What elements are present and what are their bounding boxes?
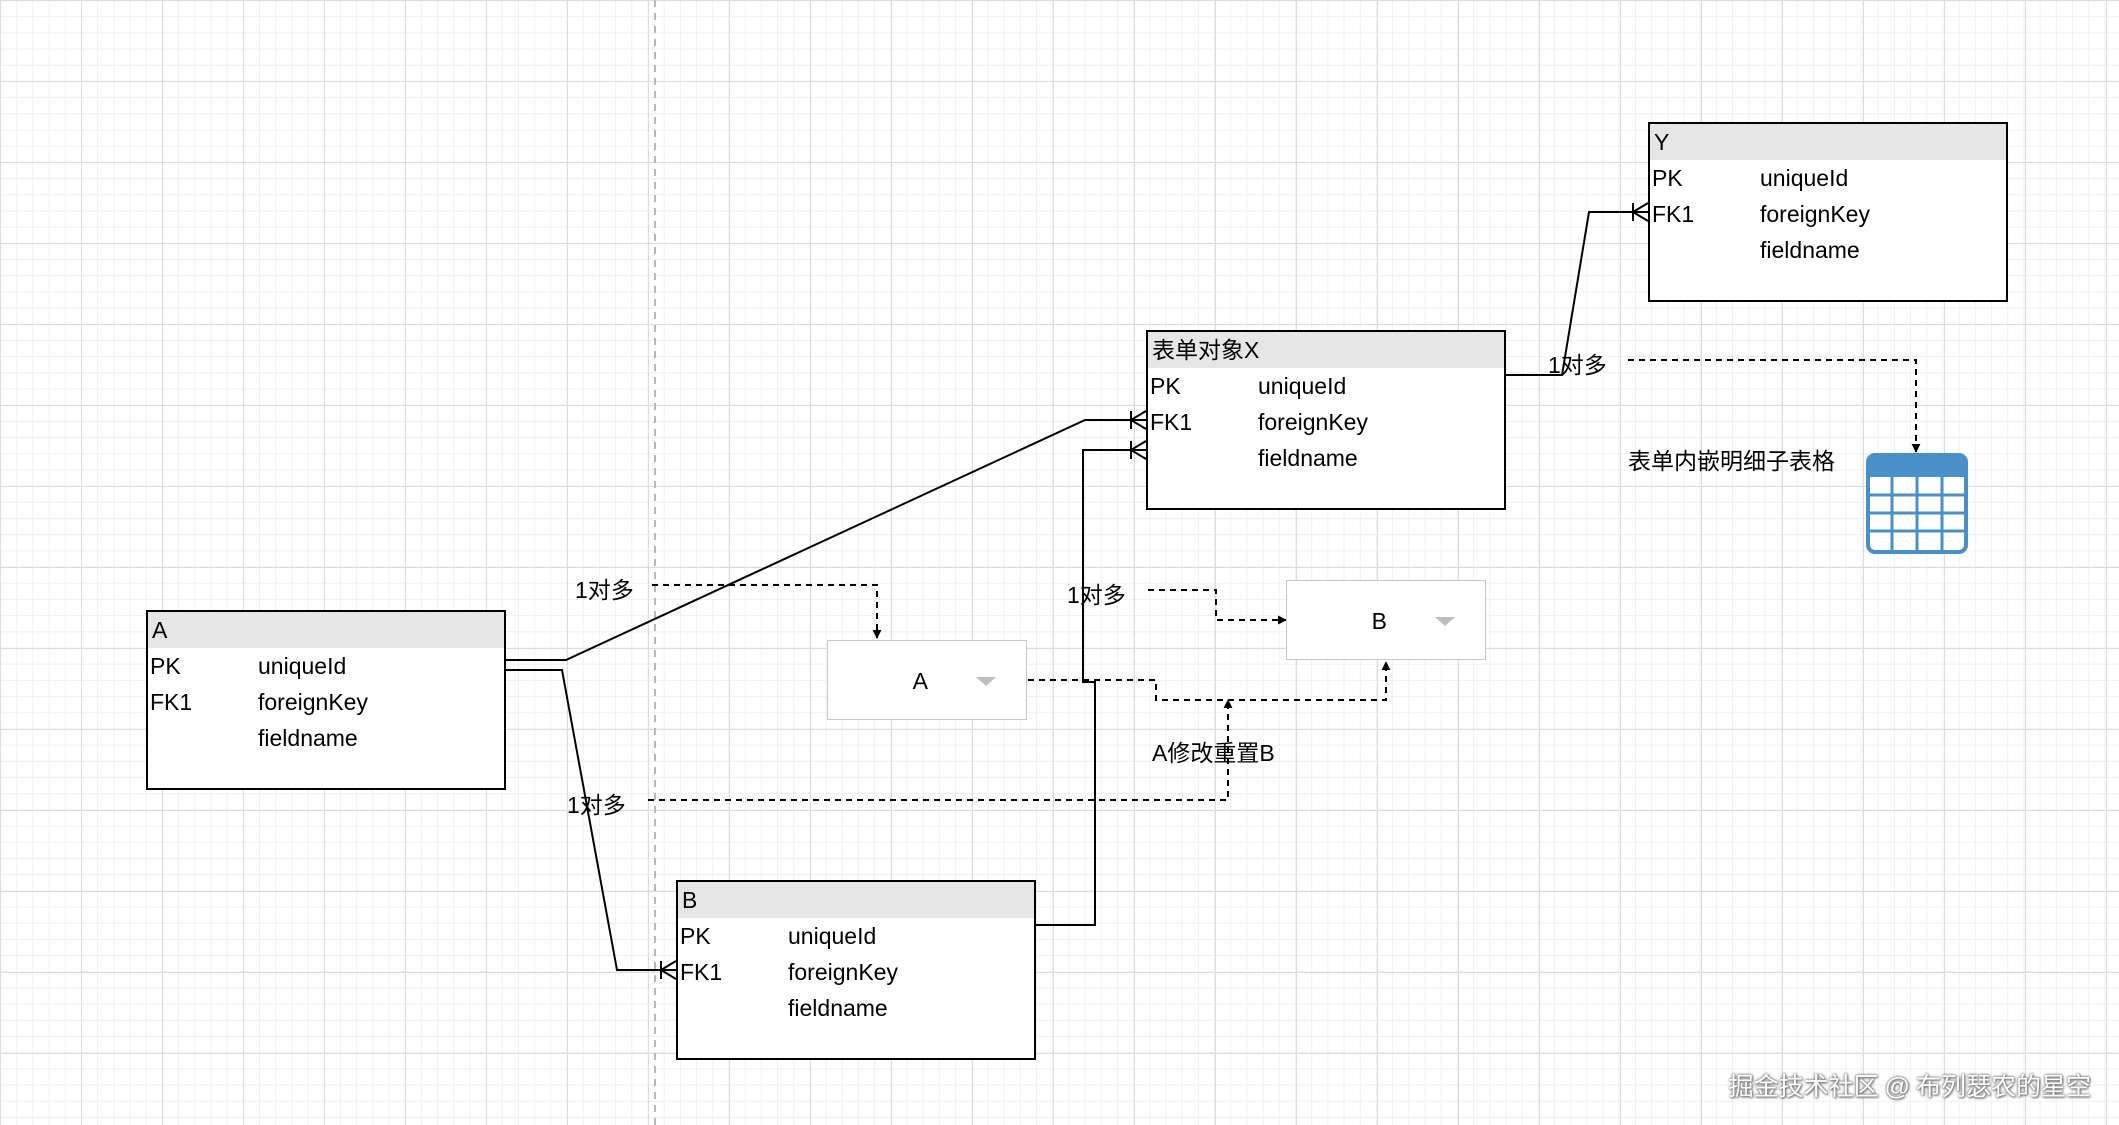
- label-subtable-note: 表单内嵌明细子表格: [1628, 448, 1835, 474]
- entity-x-fk-key: FK1: [1150, 409, 1193, 435]
- entity-b-fk-key: FK1: [680, 959, 723, 985]
- entity-a-row-fk: FK1 foreignKey: [148, 684, 504, 720]
- entity-a-title: A: [148, 612, 504, 648]
- chevron-down-icon[interactable]: [1435, 617, 1455, 626]
- entity-y-title: Y: [1650, 124, 2006, 160]
- entity-y-row-field: fieldname: [1650, 232, 2006, 268]
- entity-b[interactable]: B PK uniqueId FK1 foreignKey fieldname: [676, 880, 1036, 1060]
- entity-a-row-pk: PK uniqueId: [148, 648, 504, 684]
- entity-y[interactable]: Y PK uniqueId FK1 foreignKey fieldname: [1648, 122, 2008, 302]
- entity-x-fk-field: foreignKey: [1258, 409, 1368, 435]
- crows-foot-y: [1632, 202, 1649, 222]
- label-reset-note: A修改重置B: [1152, 740, 1275, 766]
- entity-x-fieldname: fieldname: [1258, 445, 1358, 471]
- dashed-arrow-to-subtable: [1628, 359, 1921, 453]
- combo-b-label: B: [1371, 608, 1387, 634]
- crows-foot-x-lower: [1130, 440, 1147, 460]
- crows-foot-b: [660, 960, 677, 980]
- combo-a[interactable]: A: [827, 640, 1027, 720]
- entity-y-row-fk: FK1 foreignKey: [1650, 196, 2006, 232]
- watermark-site: 掘金技术社区: [1728, 1073, 1879, 1101]
- entity-b-pk-key: PK: [680, 923, 711, 949]
- label-one-to-many-bottom: 1对多: [567, 792, 626, 818]
- relation-a-to-b: [505, 669, 676, 971]
- entity-y-pk-key: PK: [1652, 165, 1683, 191]
- entity-b-row-pk: PK uniqueId: [678, 918, 1034, 954]
- watermark-separator: @: [1884, 1073, 1910, 1101]
- entity-b-title: B: [678, 882, 1034, 918]
- entity-a-pk-key: PK: [150, 653, 181, 679]
- combo-a-label: A: [912, 668, 928, 694]
- entity-x-row-pk: PK uniqueId: [1148, 368, 1504, 404]
- entity-y-pk-field: uniqueId: [1760, 165, 1849, 191]
- entity-b-row-fk: FK1 foreignKey: [678, 954, 1034, 990]
- relation-b-to-x: [1036, 449, 1146, 926]
- entity-b-row-field: fieldname: [678, 990, 1034, 1026]
- entity-x-row-fk: FK1 foreignKey: [1148, 404, 1504, 440]
- entity-x-title: 表单对象X: [1148, 332, 1504, 368]
- watermark: 掘金技术社区@布列瑟农的星空: [1729, 1067, 2091, 1103]
- combo-b[interactable]: B: [1286, 580, 1486, 660]
- table-grid-icon: [1866, 453, 1968, 554]
- dashed-arrow-to-combo-a: [652, 584, 882, 639]
- entity-a-fieldname: fieldname: [258, 725, 358, 751]
- entity-a-pk-field: uniqueId: [258, 653, 347, 679]
- chevron-down-icon[interactable]: [976, 677, 996, 686]
- entity-y-fk-field: foreignKey: [1760, 201, 1870, 227]
- entity-y-row-pk: PK uniqueId: [1650, 160, 2006, 196]
- entity-x[interactable]: 表单对象X PK uniqueId FK1 foreignKey fieldna…: [1146, 330, 1506, 510]
- label-one-to-many-middle: 1对多: [1067, 582, 1126, 608]
- relation-a-to-x: [505, 419, 1146, 661]
- entity-a-fk-key: FK1: [150, 689, 193, 715]
- entity-y-fieldname: fieldname: [1760, 237, 1860, 263]
- entity-x-row-field: fieldname: [1148, 440, 1504, 476]
- relation-x-to-y: [1506, 211, 1648, 376]
- entity-b-pk-field: uniqueId: [788, 923, 877, 949]
- entity-a-row-field: fieldname: [148, 720, 504, 756]
- label-one-to-many-top-left: 1对多: [575, 577, 634, 603]
- entity-x-pk-key: PK: [1150, 373, 1181, 399]
- crows-foot-x-upper: [1130, 410, 1147, 430]
- entity-b-fieldname: fieldname: [788, 995, 888, 1021]
- entity-a[interactable]: A PK uniqueId FK1 foreignKey fieldname: [146, 610, 506, 790]
- dashed-arrow-to-combo-b: [1148, 589, 1287, 625]
- entity-x-pk-field: uniqueId: [1258, 373, 1347, 399]
- watermark-author: 布列瑟农的星空: [1915, 1073, 2091, 1101]
- dashed-arrow-combo-a-to-combo-b: [1028, 661, 1391, 701]
- entity-y-fk-key: FK1: [1652, 201, 1695, 227]
- entity-b-fk-field: foreignKey: [788, 959, 898, 985]
- entity-a-fk-field: foreignKey: [258, 689, 368, 715]
- label-one-to-many-right: 1对多: [1548, 352, 1607, 378]
